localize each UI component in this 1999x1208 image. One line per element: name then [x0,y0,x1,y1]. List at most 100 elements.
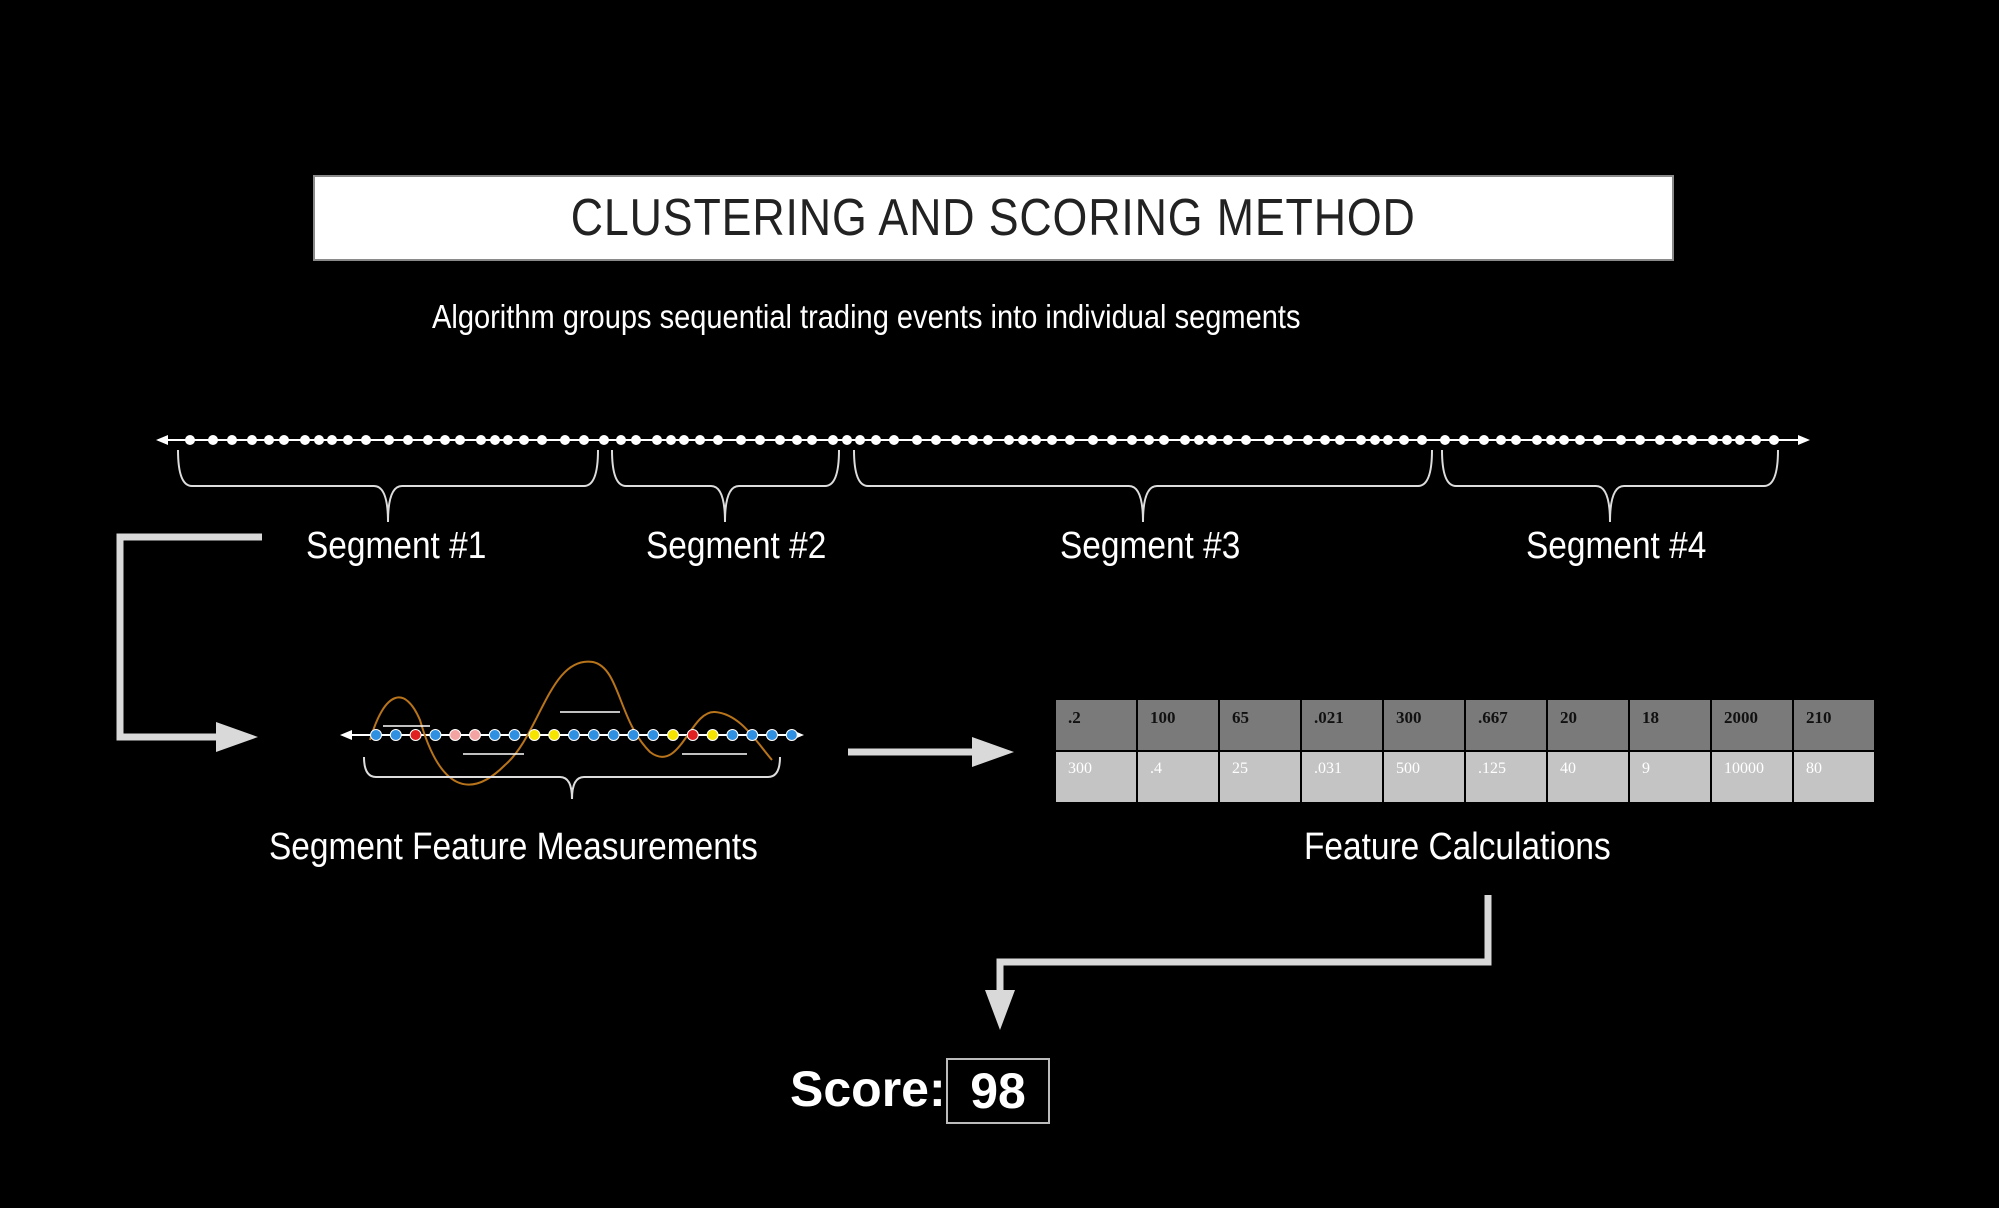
event-dot [912,435,922,445]
event-dot [327,435,337,445]
event-dot [713,435,723,445]
feature-row-1: .2 100 65 .021 300 .667 20 18 2000 210 [1056,700,1874,750]
mini-event-dot [667,729,679,741]
feature-cell: 500 [1384,752,1464,802]
segment-label-3: Segment #3 [1060,525,1241,567]
event-dot [1511,435,1521,445]
feature-row-2: 300 .4 25 .031 500 .125 40 9 10000 80 [1056,752,1874,802]
mini-event-dot [726,729,739,741]
mini-event-dot [370,729,382,741]
trading-event-dots [185,435,1779,445]
event-dot [1769,435,1779,445]
page-title: CLUSTERING AND SCORING METHOD [571,189,1416,247]
event-dot [983,435,993,445]
event-dot [247,435,257,445]
event-dot [384,435,394,445]
event-dot [1440,435,1450,445]
event-dot [314,435,324,445]
event-dot [1303,435,1313,445]
event-dot [185,435,195,445]
event-dot [1320,435,1330,445]
event-dot [361,435,371,445]
event-dot [1241,435,1251,445]
event-dot [1417,435,1427,445]
event-dot [1356,435,1366,445]
event-dot [1107,435,1117,445]
segment-2-brace [611,449,840,523]
event-dot [1018,435,1028,445]
event-dot [842,435,852,445]
segment-braces [177,449,1779,523]
event-dot [1616,435,1626,445]
segment-label-2: Segment #2 [646,525,827,567]
event-dot [1708,435,1718,445]
mini-event-dot [706,729,719,741]
event-dot [1399,435,1409,445]
segment-label-1: Segment #1 [306,525,487,567]
feature-cell: 40 [1548,752,1628,802]
event-dot [560,435,570,445]
feature-cell: .021 [1302,700,1382,750]
feature-cell: .667 [1466,700,1546,750]
event-dot [1559,435,1569,445]
event-dot [1575,435,1585,445]
mini-arrow-left [340,730,352,740]
mini-event-dot [528,729,541,741]
event-dot [775,435,785,445]
caption-calculations: Feature Calculations [1304,826,1611,868]
mini-event-dot [746,729,759,741]
event-dot [490,435,500,445]
event-dot [1383,435,1393,445]
event-dot [968,435,978,445]
title-banner: CLUSTERING AND SCORING METHOD [313,175,1674,261]
segment-3-brace [853,449,1433,523]
event-dot [1546,435,1556,445]
event-dot [855,435,865,445]
event-dot [931,435,941,445]
mini-event-dot [785,729,798,741]
timeline-arrow-left [156,435,168,445]
feature-table: .2 100 65 .021 300 .667 20 18 2000 210 3… [1054,698,1876,804]
event-dot [599,435,609,445]
segment-label-4: Segment #4 [1526,525,1707,567]
mini-event-dot [548,729,561,741]
event-dot [1735,435,1745,445]
mini-event-dot [389,729,402,741]
segment-feature-illustration [340,660,804,800]
event-dot [695,435,705,445]
score-value: 98 [970,1063,1026,1119]
event-dot [666,435,676,445]
mini-event-dot [568,729,580,741]
mini-event-dot [508,729,521,741]
feature-cell: 18 [1630,700,1710,750]
segment-4-brace [1441,449,1779,523]
event-dot [455,435,465,445]
feature-cell: 300 [1056,752,1136,802]
event-dot [631,435,641,445]
event-dot [1065,435,1075,445]
event-dot [503,435,513,445]
mini-event-dot [766,729,778,741]
event-dot [1283,435,1293,445]
event-dot [1722,435,1732,445]
feature-cell: 300 [1384,700,1464,750]
event-dot [227,435,237,445]
event-dot [537,435,547,445]
score-value-box: 98 [946,1058,1050,1124]
event-dot [423,435,433,445]
event-dot [519,435,529,445]
event-dot [792,435,802,445]
mini-event-dot [409,729,422,741]
event-dot [1479,435,1489,445]
mini-event-dot [449,729,462,741]
event-dot [951,435,961,445]
event-dot [1672,435,1682,445]
event-dot [1004,435,1014,445]
segment-1-brace [177,449,599,523]
event-dot [1751,435,1761,445]
mini-event-dot [469,729,481,741]
event-dot [1159,435,1169,445]
event-dot [1127,435,1137,445]
event-dot [1223,435,1233,445]
event-dot [1532,435,1542,445]
